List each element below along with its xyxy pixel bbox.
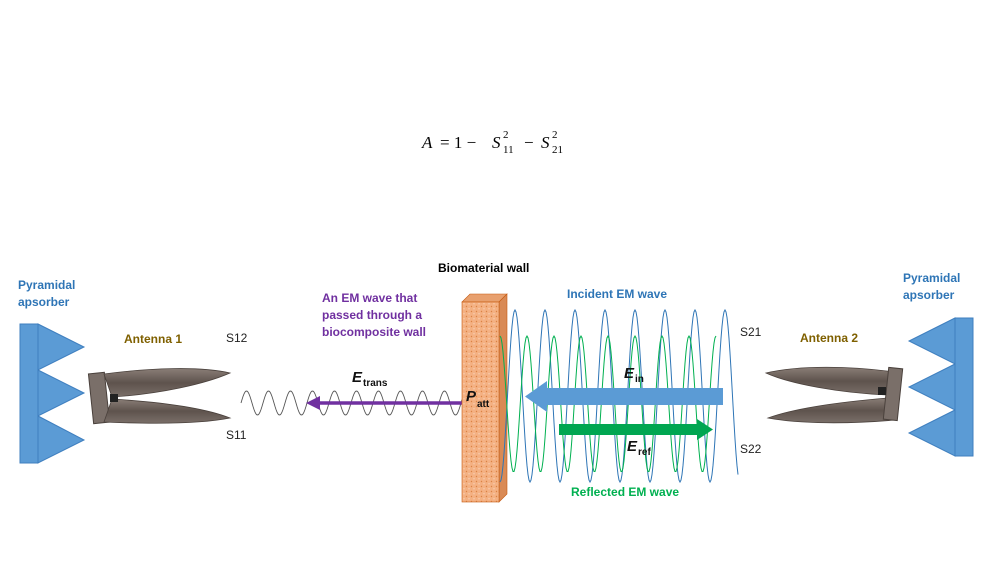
e-ref-symbol: E [627,438,638,455]
transmitted-caption-line1: An EM wave that [322,291,417,305]
formula-s21-sup: 2 [552,129,558,141]
left-absorber-label-line1: Pyramidal [18,278,75,292]
antenna-1-horn [87,368,232,425]
wall-title: Biomaterial wall [438,261,529,275]
e-trans-symbol: E [352,369,363,386]
e-ref-subscript: ref [638,447,651,458]
reflected-caption: Reflected EM wave [571,485,679,499]
incident-field-arrow [525,381,723,412]
e-trans-subscript: trans [363,378,388,389]
formula-s11-sub: 11 [503,144,514,156]
port-s11-label: S11 [226,428,247,442]
port-s22-label: S22 [740,442,762,456]
formula-s11-sup: 2 [503,129,509,141]
formula-s21-sub: 21 [552,144,563,156]
port-s12-label: S12 [226,331,248,345]
transmitted-field-arrow [306,396,462,410]
incident-caption: Incident EM wave [567,287,667,301]
formula-s21: S [541,133,550,152]
transmitted-caption-line3: biocomposite wall [322,325,426,339]
formula-minus: − [524,133,534,152]
port-s21-label: S21 [740,325,762,339]
e-in-symbol: E [624,365,635,382]
p-att-subscript: att [477,399,490,410]
e-in-subscript: in [635,374,644,385]
absorption-formula: A = 1 − S 2 11 − S 2 21 [421,129,563,156]
formula-equals-one: = 1 − [440,133,476,152]
antenna-2-horn [764,366,904,424]
right-pyramidal-absorber [907,317,974,457]
left-pyramidal-absorber [19,323,86,464]
right-absorber-label-line1: Pyramidal [903,271,960,285]
right-absorber-label-line2: apsorber [903,288,955,302]
left-absorber-label-line2: apsorber [18,295,70,309]
antenna-1-label: Antenna 1 [124,332,182,346]
transmitted-caption-line2: passed through a [322,308,422,322]
formula-lhs: A [421,133,433,152]
reflected-wave [499,334,717,473]
p-att-symbol: P [466,388,477,405]
antenna-2-label: Antenna 2 [800,331,858,345]
reflected-field-arrow [559,419,713,440]
biomaterial-wall [461,293,508,503]
formula-s11: S [492,133,501,152]
incident-wave [499,308,739,484]
